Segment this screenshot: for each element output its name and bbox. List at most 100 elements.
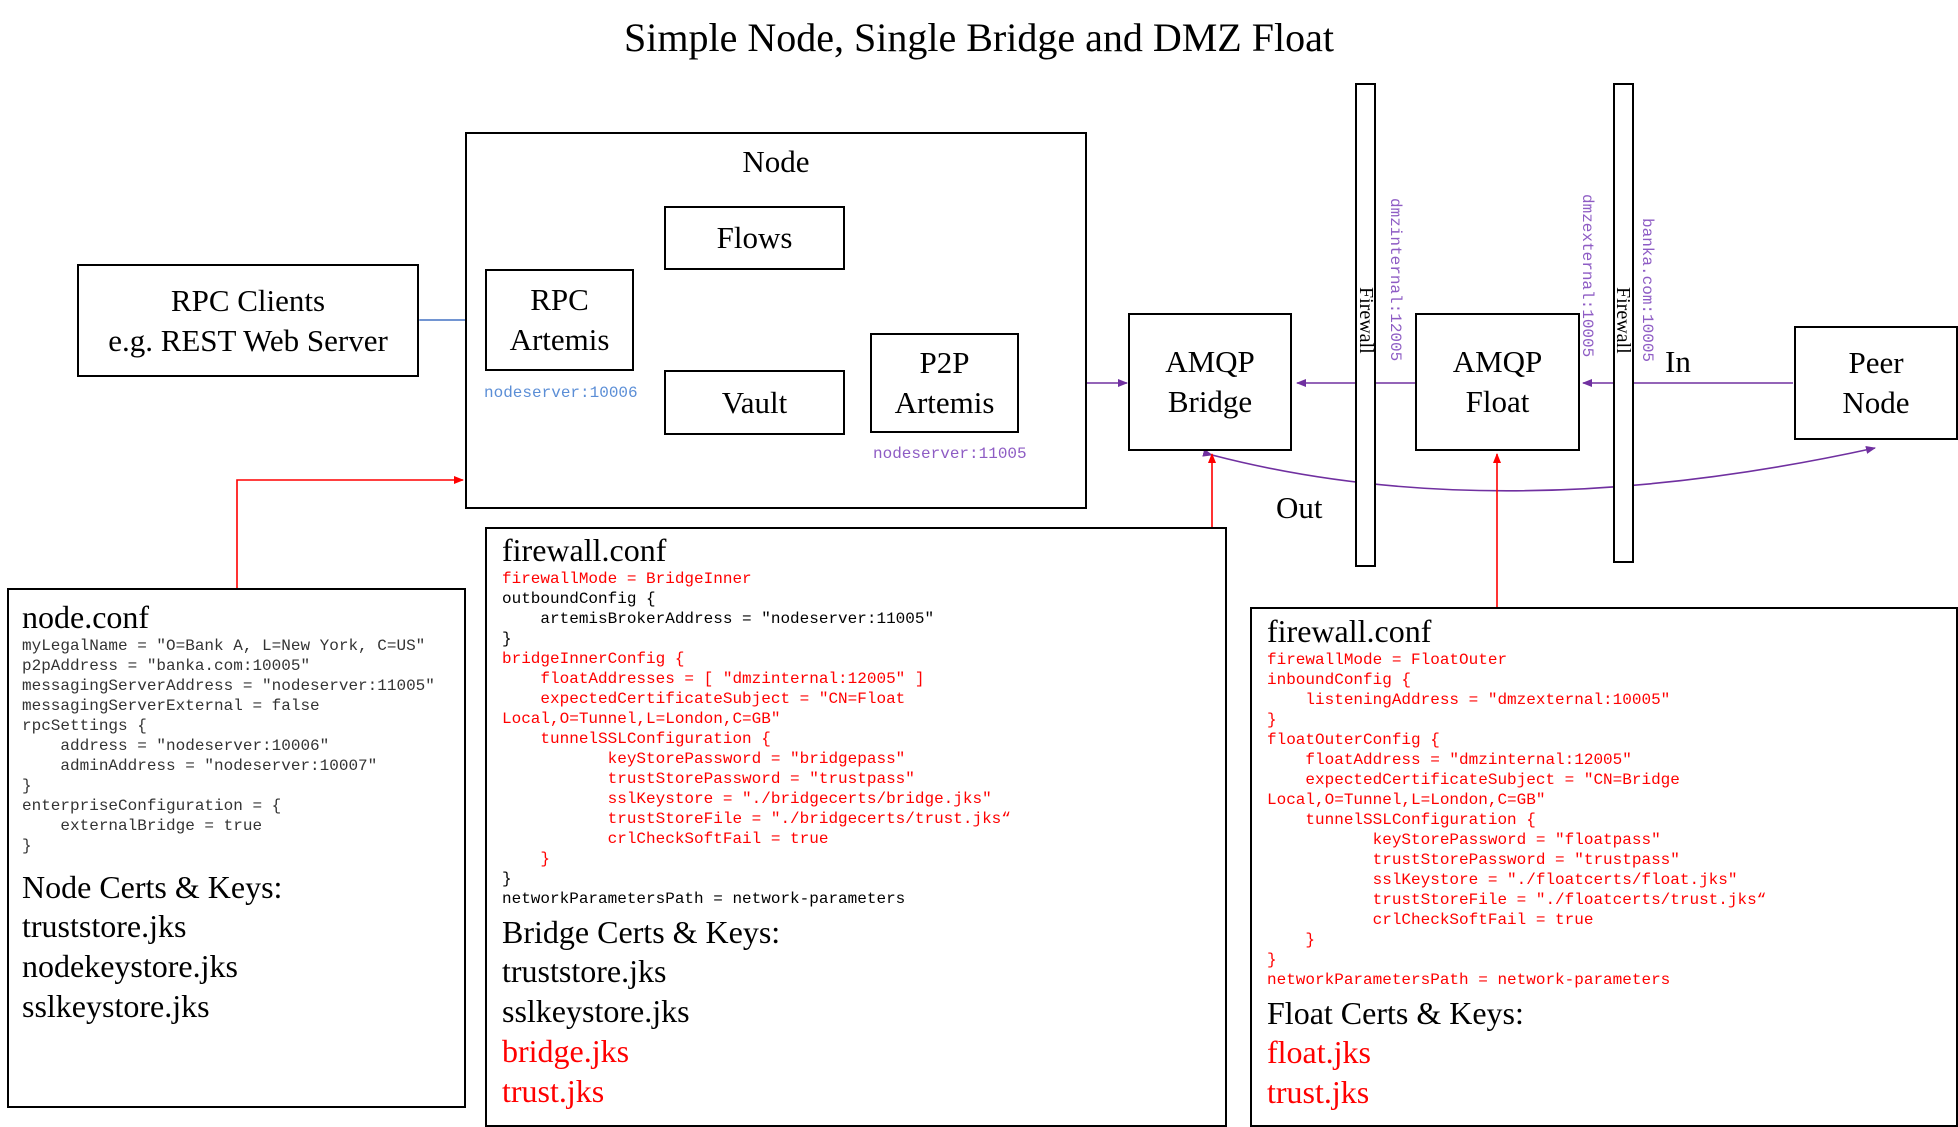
amqp-bridge-line1: AMQP — [1165, 344, 1255, 379]
rpc-artemis-line1: RPC — [530, 282, 589, 317]
float-conf-code-line: firewallMode = FloatOuter — [1267, 651, 1508, 669]
bridge-conf-code: firewallMode = BridgeInner outboundConfig… — [502, 569, 1225, 909]
banka-address: banka.com:10005 — [1638, 218, 1656, 363]
node-conf-code-line: } — [22, 837, 32, 855]
bridge-certs-heading: Bridge Certs & Keys: — [502, 914, 781, 950]
bridge-conf-code-line: sslKeystore = "./bridgecerts/bridge.jks" — [502, 790, 992, 808]
float-conf-code-line: inboundConfig { — [1267, 671, 1412, 689]
bridge-conf-code-line: trustStorePassword = "trustpass" — [502, 770, 915, 788]
rpc-artemis-address: nodeserver:10006 — [484, 384, 638, 402]
float-conf-code-line: crlCheckSoftFail = true — [1267, 911, 1594, 929]
bridge-conf-code-line: Local,O=Tunnel,L=London,C=GB" — [502, 710, 781, 728]
bridge-conf-code-line: expectedCertificateSubject = "CN=Float — [502, 690, 906, 708]
node-conf-code-line: p2pAddress = "banka.com:10005" — [22, 657, 311, 675]
node-conf-title: node.conf — [22, 599, 150, 635]
float-conf-code: firewallMode = FloatOuter inboundConfig {… — [1267, 650, 1956, 990]
float-conf-code-line: tunnelSSLConfiguration { — [1267, 811, 1536, 829]
p2p-artemis-line2: Artemis — [894, 385, 995, 420]
float-cert-file-line: float.jks — [1267, 1034, 1371, 1070]
diagram-title: Simple Node, Single Bridge and DMZ Float — [624, 15, 1334, 60]
node-certs-list: truststore.jks nodekeystore.jks sslkeystor… — [22, 906, 464, 1026]
bridge-conf-code-line: outboundConfig { — [502, 590, 656, 608]
firewall-inner-label: Firewall — [1355, 287, 1377, 354]
float-conf-title: firewall.conf — [1267, 613, 1432, 649]
bridge-cert-file-line: trust.jks — [502, 1073, 605, 1109]
float-conf-code-line: trustStoreFile = "./floatcerts/trust.jks… — [1267, 891, 1767, 909]
float-conf-code-line: } — [1267, 951, 1277, 969]
node-conf-code: myLegalName = "O=Bank A, L=New York, C=U… — [22, 636, 464, 856]
node-conf-code-line: enterpriseConfiguration = { — [22, 797, 282, 815]
bridge-conf-code-line: firewallMode = BridgeInner — [502, 570, 752, 588]
bridge-conf-code-line: floatAddresses = [ "dmzinternal:12005" ] — [502, 670, 925, 688]
flows-box: Flows — [664, 206, 845, 270]
rpc-clients-line2: e.g. REST Web Server — [108, 322, 388, 358]
firewall-outer-label: Firewall — [1612, 287, 1634, 354]
bridge-cert-file-line: sslkeystore.jks — [502, 993, 690, 1029]
bridge-conf-code-line: crlCheckSoftFail = true — [502, 830, 829, 848]
vault-label: Vault — [721, 384, 788, 420]
p2p-artemis-box: P2P Artemis — [870, 333, 1019, 433]
float-conf-code-line: floatAddress = "dmzinternal:12005" — [1267, 751, 1632, 769]
bridge-conf-code-line: tunnelSSLConfiguration { — [502, 730, 771, 748]
float-conf-code-line: floatOuterConfig { — [1267, 731, 1440, 749]
rpc-clients-box: RPC Clients e.g. REST Web Server — [77, 264, 419, 377]
node-conf-to-node-arrow — [236, 476, 464, 588]
bridge-cert-file-line: truststore.jks — [502, 953, 667, 989]
firewall-outer-bar — [1613, 83, 1634, 563]
bridge-conf-code-line: } — [502, 850, 551, 868]
float-conf-code-line: trustStorePassword = "trustpass" — [1267, 851, 1680, 869]
bridge-cert-file-line: bridge.jks — [502, 1033, 630, 1069]
float-conf-box: firewall.conf firewallMode = FloatOuter i… — [1250, 607, 1958, 1127]
float-certs-heading: Float Certs & Keys: — [1267, 995, 1524, 1031]
dmzexternal-address: dmzexternal:10005 — [1578, 194, 1596, 358]
node-conf-code-line: myLegalName = "O=Bank A, L=New York, C=U… — [22, 637, 426, 655]
rpc-artemis-box: RPC Artemis — [485, 269, 634, 371]
peer-node-line2: Node — [1842, 385, 1910, 420]
node-conf-code-line: messagingServerExternal = false — [22, 697, 320, 715]
amqp-bridge-box: AMQP Bridge — [1128, 313, 1292, 451]
node-conf-code-line: } — [22, 777, 32, 795]
float-cert-file-line: trust.jks — [1267, 1074, 1370, 1110]
node-conf-code-line: rpcSettings { — [22, 717, 147, 735]
peer-node-box: Peer Node — [1794, 326, 1958, 440]
node-cert-file-line: truststore.jks — [22, 908, 187, 944]
bridge-conf-code-line: artemisBrokerAddress = "nodeserver:11005… — [502, 610, 935, 628]
float-conf-code-line: sslKeystore = "./floatcerts/float.jks" — [1267, 871, 1738, 889]
node-container-label: Node — [742, 144, 810, 179]
node-cert-file-line: nodekeystore.jks — [22, 948, 238, 984]
node-certs-heading: Node Certs & Keys: — [22, 869, 283, 905]
peer-node-line1: Peer — [1848, 345, 1904, 380]
in-label: In — [1665, 344, 1691, 379]
vault-box: Vault — [664, 370, 845, 435]
float-conf-code-line: keyStorePassword = "floatpass" — [1267, 831, 1661, 849]
amqp-float-line2: Float — [1465, 384, 1530, 419]
node-conf-code-line: adminAddress = "nodeserver:10007" — [22, 757, 378, 775]
rpc-artemis-line2: Artemis — [509, 322, 610, 357]
bridge-conf-box: firewall.conf firewallMode = BridgeInner… — [485, 527, 1227, 1127]
firewall-inner-bar — [1355, 83, 1376, 567]
float-conf-code-line: expectedCertificateSubject = "CN=Bridge — [1267, 771, 1680, 789]
float-certs-list: float.jks trust.jks — [1267, 1032, 1956, 1112]
p2p-artemis-address: nodeserver:11005 — [873, 445, 1027, 463]
float-conf-code-line: } — [1267, 931, 1316, 949]
node-conf-code-line: externalBridge = true — [22, 817, 263, 835]
bridge-conf-code-line: bridgeInnerConfig { — [502, 650, 685, 668]
bridge-conf-code-line: networkParametersPath = network-paramete… — [502, 890, 906, 908]
flows-label: Flows — [716, 220, 793, 255]
node-conf-code-line: address = "nodeserver:10006" — [22, 737, 330, 755]
node-conf-code-line: messagingServerAddress = "nodeserver:110… — [22, 677, 435, 695]
amqp-bridge-line2: Bridge — [1167, 384, 1253, 419]
bridge-conf-code-line: } — [502, 870, 512, 888]
bridge-conf-title: firewall.conf — [502, 532, 667, 568]
float-conf-code-line: Local,O=Tunnel,L=London,C=GB" — [1267, 791, 1546, 809]
bridge-conf-code-line: trustStoreFile = "./bridgecerts/trust.jk… — [502, 810, 1011, 828]
bridge-certs-list: truststore.jks sslkeystore.jks bridge.jks t… — [502, 951, 1225, 1111]
float-conf-code-line: networkParametersPath = network-paramete… — [1267, 971, 1671, 989]
out-label: Out — [1276, 490, 1323, 525]
amqp-float-box: AMQP Float — [1415, 313, 1580, 451]
node-cert-file-line: sslkeystore.jks — [22, 988, 210, 1024]
bridge-to-peer-out-curve — [1202, 446, 1876, 492]
p2p-artemis-line1: P2P — [919, 345, 970, 380]
dmzinternal-address: dmzinternal:12005 — [1386, 198, 1404, 362]
float-conf-code-line: listeningAddress = "dmzexternal:10005" — [1267, 691, 1671, 709]
